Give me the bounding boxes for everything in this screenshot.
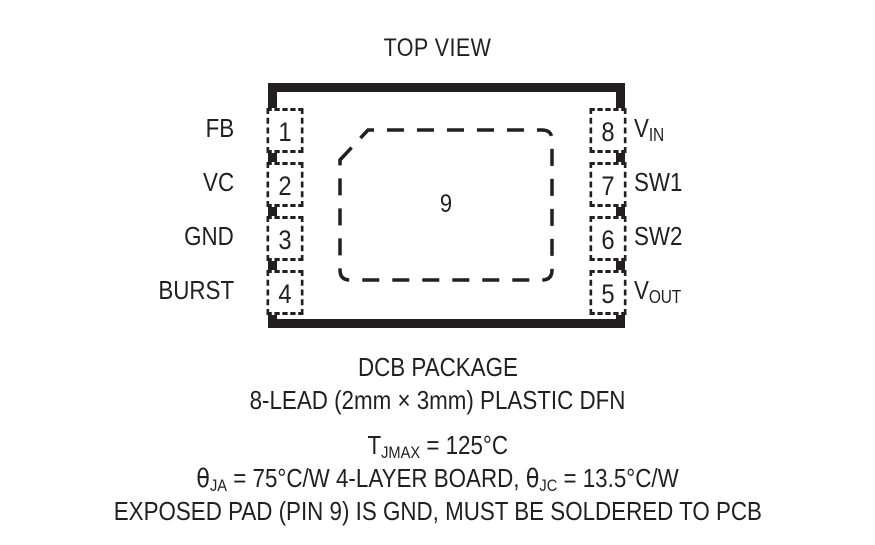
pin-label-gnd: GND: [176, 223, 234, 249]
exposed-pad-dashed-shape: [338, 128, 554, 282]
pin-label-sw2-group: SW2: [634, 223, 682, 249]
theta-ja-value: = 75°C/W 4-LAYER BOARD,: [227, 463, 526, 493]
caption-thermal-resistance-group: θJA = 75°C/W 4-LAYER BOARD, θJC = 13.5°C…: [196, 463, 679, 495]
lead-pad-1[interactable]: 1: [266, 108, 304, 153]
caption-tjmax-group: TJMAX = 125°C: [367, 430, 508, 462]
page-title: TOP VIEW: [383, 34, 492, 62]
tjmax-symbol: T: [367, 430, 381, 460]
theta-jc-value: = 13.5°C/W: [557, 463, 679, 493]
pin-label-vout: VOUT: [634, 275, 689, 307]
exposed-pad-number-text: 9: [439, 189, 453, 218]
lead-pad-3[interactable]: 3: [266, 216, 304, 261]
pin-label-fb-text: FB: [205, 113, 234, 143]
pin-label-vin-group: VIN: [634, 113, 665, 145]
pin-label-sw2: SW2: [634, 223, 690, 249]
pin-label-sw1-group: SW1: [634, 169, 682, 195]
lead-pad-7[interactable]: 7: [589, 162, 627, 207]
tjmax-value: = 125°C: [419, 430, 508, 460]
theta-ja-symbol: θ: [196, 464, 210, 494]
pin-label-gnd-text: GND: [184, 221, 234, 251]
pin-label-burst: BURST: [146, 277, 234, 303]
lead-pad-5[interactable]: 5: [589, 270, 627, 315]
caption-exposed-pad-note-text: EXPOSED PAD (PIN 9) IS GND, MUST BE SOLD…: [113, 496, 762, 526]
caption-package-name-text: DCB PACKAGE: [357, 352, 518, 382]
exposed-pad-pin9: 9: [330, 118, 562, 290]
caption-package-name: DCB PACKAGE: [0, 352, 875, 383]
theta-jc-subscript: JC: [539, 476, 558, 495]
exposed-pad-number: 9: [330, 118, 562, 290]
tjmax-subscript: JMAX: [380, 443, 420, 462]
lead-pad-8[interactable]: 8: [589, 108, 627, 153]
pin-label-vin-main: V: [634, 113, 649, 143]
pin-label-sw2-main: SW2: [634, 221, 683, 251]
caption-lead-info-text: 8-LEAD (2mm × 3mm) PLASTIC DFN: [249, 385, 626, 415]
pin-label-sw1-main: SW1: [634, 167, 683, 197]
caption-lead-info: 8-LEAD (2mm × 3mm) PLASTIC DFN: [0, 385, 875, 416]
pin-label-burst-text: BURST: [158, 275, 234, 305]
pin-label-vc-text: VC: [202, 167, 234, 197]
lead-pad-6[interactable]: 6: [589, 216, 627, 261]
lead-pad-2[interactable]: 2: [266, 162, 304, 207]
pin-label-vin-sub: IN: [648, 125, 665, 145]
theta-jc-symbol: θ: [525, 464, 540, 494]
caption-tjmax: TJMAX = 125°C: [0, 430, 875, 462]
theta-ja-subscript: JA: [209, 476, 228, 495]
pin-label-vout-main: V: [634, 275, 649, 305]
lead-pad-4[interactable]: 4: [266, 270, 304, 315]
caption-exposed-pad-note: EXPOSED PAD (PIN 9) IS GND, MUST BE SOLD…: [0, 496, 875, 527]
pin-label-vin: VIN: [634, 113, 669, 145]
pin-label-fb: FB: [201, 115, 234, 141]
package-outline-diagram: 9 1 2 3 4 8 7 6 5: [266, 83, 627, 328]
pin-label-sw1: SW1: [634, 169, 690, 195]
pin-label-vout-group: VOUT: [634, 275, 682, 307]
pin-label-vc: VC: [198, 169, 234, 195]
pin-label-vout-sub: OUT: [648, 287, 682, 307]
caption-thermal-resistance: θJA = 75°C/W 4-LAYER BOARD, θJC = 13.5°C…: [0, 463, 875, 495]
